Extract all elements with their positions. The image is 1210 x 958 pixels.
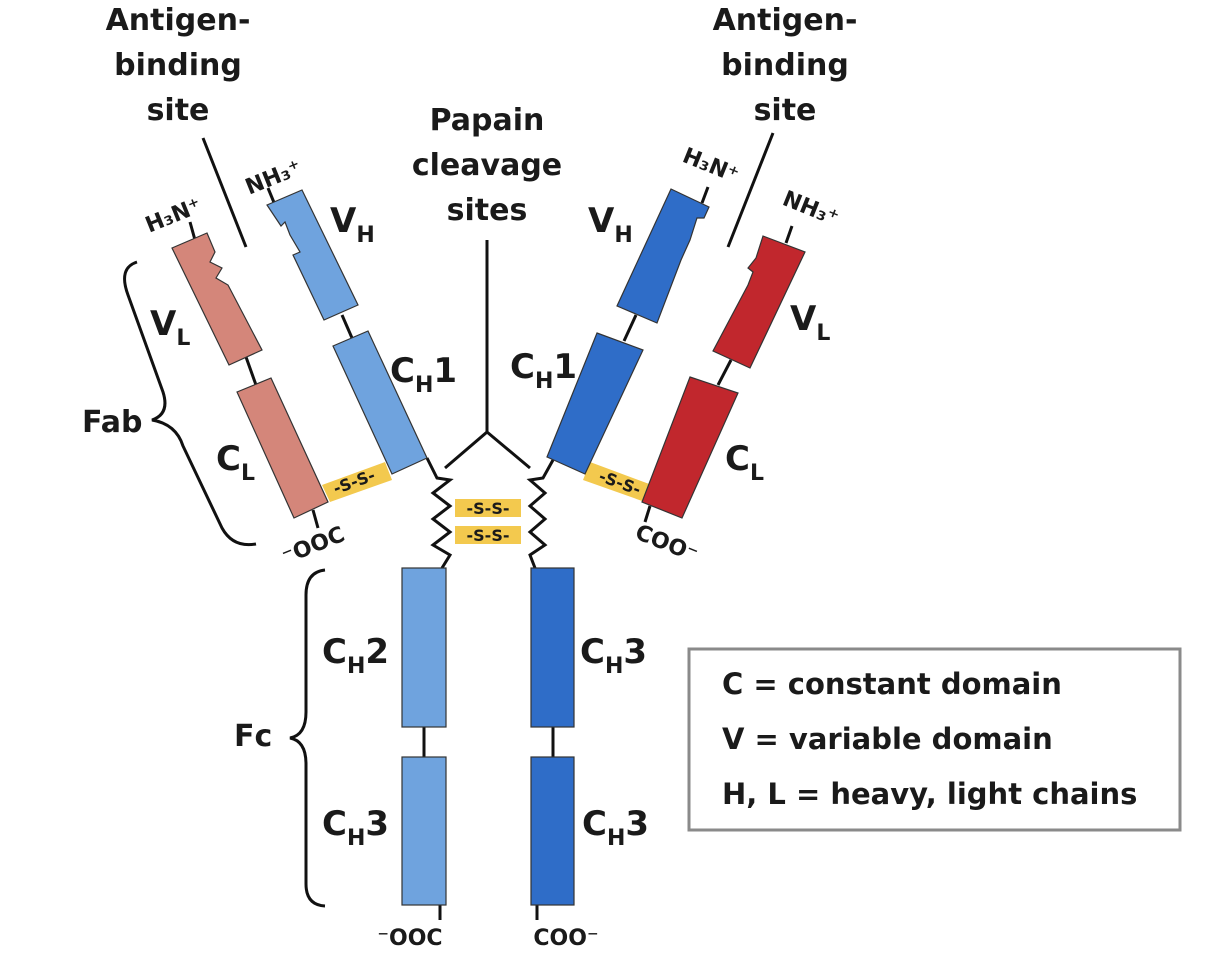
papain-label-line1: Papain: [430, 103, 545, 138]
ch3-domain-left: [401, 756, 447, 906]
vl-label-left: VL: [150, 304, 190, 351]
ooc-label-fc: ⁻OOC: [377, 926, 442, 951]
legend-line-variable: V = variable domain: [722, 722, 1053, 756]
disulfide-label: -S-S-: [596, 467, 643, 500]
antigen-binding-site-left-line3: site: [147, 93, 210, 128]
linker-left-heavy: [340, 314, 354, 339]
linker-left-light: [244, 356, 258, 386]
legend-line-constant: C = constant domain: [722, 667, 1062, 701]
antigen-binding-site-right-line3: site: [754, 93, 817, 128]
c-terminus-stub: [311, 509, 320, 529]
ch3-label-right: CH3: [582, 804, 649, 851]
ch3-label-right-upper: CH3: [580, 632, 647, 679]
hinge-left: [425, 457, 454, 569]
vh-label-right: VH: [588, 201, 633, 248]
disulfide-label: -S-S-: [467, 499, 510, 518]
nh3-label-right: NH₃⁺: [779, 187, 842, 232]
vl-domain-right: [712, 235, 806, 369]
cl-label-left: CL: [216, 439, 255, 486]
antigen-binding-site-left-line2: binding: [114, 48, 242, 83]
vh-label-left: VH: [330, 201, 375, 248]
antigen-binding-site-right-line1: Antigen-: [713, 3, 858, 38]
ch2-label-left: CH2: [322, 632, 389, 679]
papain-label-line3: sites: [447, 193, 528, 228]
vh-domain-left: [266, 189, 359, 321]
ch1-label-right: CH1: [510, 347, 577, 394]
vl-label-right: VL: [790, 299, 830, 346]
h3n-label-right: H₃N⁺: [679, 144, 742, 189]
antigen-binding-site-right-line2: binding: [721, 48, 849, 83]
ch1-label-left: CH1: [390, 351, 457, 398]
fab-label: Fab: [82, 405, 142, 440]
fc-label: Fc: [234, 719, 272, 754]
fc-brace: [289, 568, 326, 908]
c-terminus-stub: [643, 505, 652, 523]
disulfide-bond-hinge-2: [455, 526, 521, 544]
ch2-domain-right: [530, 567, 575, 728]
ch1-domain-left: [332, 330, 428, 475]
h3n-label-left: H₃N⁺: [142, 194, 205, 239]
cl-domain-left: [236, 377, 329, 519]
ch3-label-left: CH3: [322, 804, 389, 851]
linker-right-heavy: [622, 314, 638, 342]
papain-pointer-right: [486, 430, 531, 470]
linker-right-light: [716, 359, 733, 386]
ch1-domain-right: [546, 332, 644, 475]
legend: C = constant domain V = variable domain …: [687, 647, 1182, 832]
legend-box: [687, 647, 1182, 832]
n-terminus-stub: [188, 221, 197, 241]
antigen-binding-site-left-line1: Antigen-: [106, 3, 251, 38]
coo-label-right: COO⁻: [632, 520, 702, 568]
fab-brace: [123, 260, 257, 547]
cl-label-right: CL: [725, 439, 764, 486]
vh-domain-right: [616, 188, 710, 324]
antigen-site-pointer-left: [201, 137, 248, 248]
antigen-site-pointer-right: [726, 132, 775, 248]
disulfide-label: -S-S-: [467, 526, 510, 545]
disulfide-bond-hinge-1: [455, 499, 521, 517]
legend-line-chains: H, L = heavy, light chains: [722, 777, 1137, 811]
disulfide-bond-left: [322, 462, 392, 502]
papain-label-line2: cleavage: [412, 148, 562, 183]
coo-label-fc: COO⁻: [533, 926, 598, 951]
disulfide-bond-right: [583, 462, 652, 502]
cl-domain-right: [641, 376, 739, 519]
n-terminus-stub: [784, 225, 794, 244]
vl-domain-left: [171, 232, 263, 366]
ch2-domain-left: [401, 567, 447, 728]
n-terminus-stub: [700, 186, 710, 204]
ooc-label-left: ⁻OOC: [279, 522, 349, 570]
hinge-right: [526, 459, 555, 569]
ch3-domain-right: [530, 756, 575, 906]
